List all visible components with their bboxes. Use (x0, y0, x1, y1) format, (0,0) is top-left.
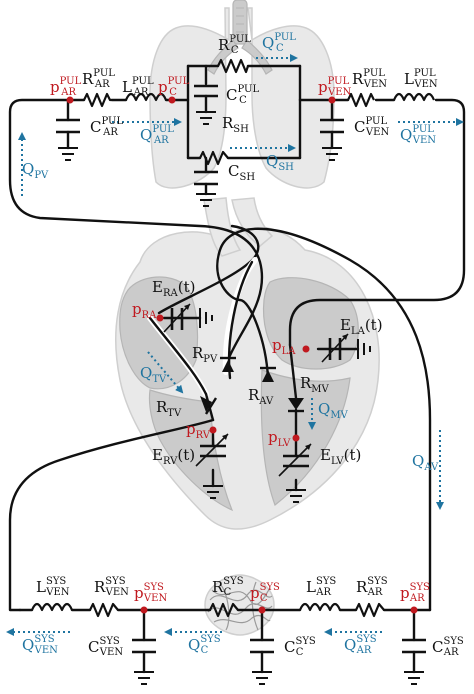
node-p-lv (292, 434, 300, 442)
heart-illustration (115, 197, 380, 530)
capacitor-c-c-pul (194, 84, 218, 98)
ground-symbol (196, 193, 216, 207)
valve-tricuspid (200, 396, 218, 415)
label-r-mv: RMV (300, 374, 330, 395)
valve-aortic (260, 366, 276, 382)
elastance-e-ra (163, 303, 213, 333)
label-e-rv: ERV(t) (152, 446, 195, 467)
node-p-ven-pul (328, 96, 336, 104)
node-p-ra (156, 314, 164, 322)
label-p-rv: pRV (186, 420, 211, 441)
label-p-la: pLA (272, 336, 296, 357)
resistor-r-ven-sys (89, 602, 119, 618)
valve-pulmonary (220, 356, 236, 372)
elastance-e-la (321, 333, 371, 363)
inductor-l-ven-sys (30, 602, 74, 612)
label-p-ra: pRA (132, 300, 157, 321)
elastance-e-rv (195, 433, 229, 499)
label-q-av: QAV (412, 452, 439, 473)
resistor-r-sh (199, 150, 229, 166)
label-e-lv: ELV(t) (320, 446, 361, 467)
label-r-pv: RPV (192, 344, 218, 365)
node-p-ven-sys (140, 606, 148, 614)
ground-symbol (404, 671, 424, 685)
capacitor-c-sh (194, 170, 218, 186)
capacitor-c-ven-sys (132, 638, 156, 654)
resistor-r-c-pul (217, 58, 250, 74)
label-r-av: RAV (248, 386, 274, 407)
label-q-pv: QPV (22, 160, 49, 181)
label-e-ra: ERA(t) (152, 278, 195, 299)
elastance-e-lv (278, 443, 312, 503)
node-p-c-pul (168, 96, 176, 104)
ground-symbol (196, 111, 216, 125)
label-e-la: ELA(t) (340, 316, 383, 337)
resistor-r-ar-sys (355, 602, 385, 618)
label-q-sh: QSH (266, 152, 294, 173)
systemic-wiring (18, 608, 432, 674)
label-r-tv: RTV (156, 398, 182, 419)
capacitor-c-ven-pul (320, 118, 344, 134)
label-q-tv: QTV (140, 364, 167, 385)
resistor-r-ven-pul (347, 92, 375, 108)
ground-symbol (322, 147, 342, 161)
resistor-r-c-sys (209, 602, 239, 618)
node-p-rv (209, 426, 217, 434)
capacitor-c-ar-sys (402, 638, 426, 654)
node-p-la (302, 345, 310, 353)
inductor-l-ven-pul (392, 92, 436, 102)
valve-mitral (288, 398, 304, 413)
label-r-sh: RSH (222, 114, 249, 135)
label-c-sh: CSH (228, 162, 255, 183)
inductor-l-ar-pul (124, 92, 168, 102)
capacitor-c-ar-pul (56, 118, 80, 134)
label-p-lv: pLV (268, 428, 291, 449)
node-p-ar-pul (66, 96, 74, 104)
node-p-ar-sys (410, 606, 418, 614)
label-q-mv: QMV (318, 400, 349, 421)
ground-symbol (58, 147, 78, 161)
flow-arrow-q-tv (147, 351, 184, 394)
capacitor-c-c-sys (250, 638, 274, 654)
capillary-bed-illustration (204, 574, 275, 636)
node-p-c-sys (258, 606, 266, 614)
ground-symbol (134, 671, 154, 685)
ground-symbol (252, 671, 272, 685)
inductor-l-ar-sys (298, 602, 342, 612)
resistor-r-ar-pul (83, 92, 112, 108)
